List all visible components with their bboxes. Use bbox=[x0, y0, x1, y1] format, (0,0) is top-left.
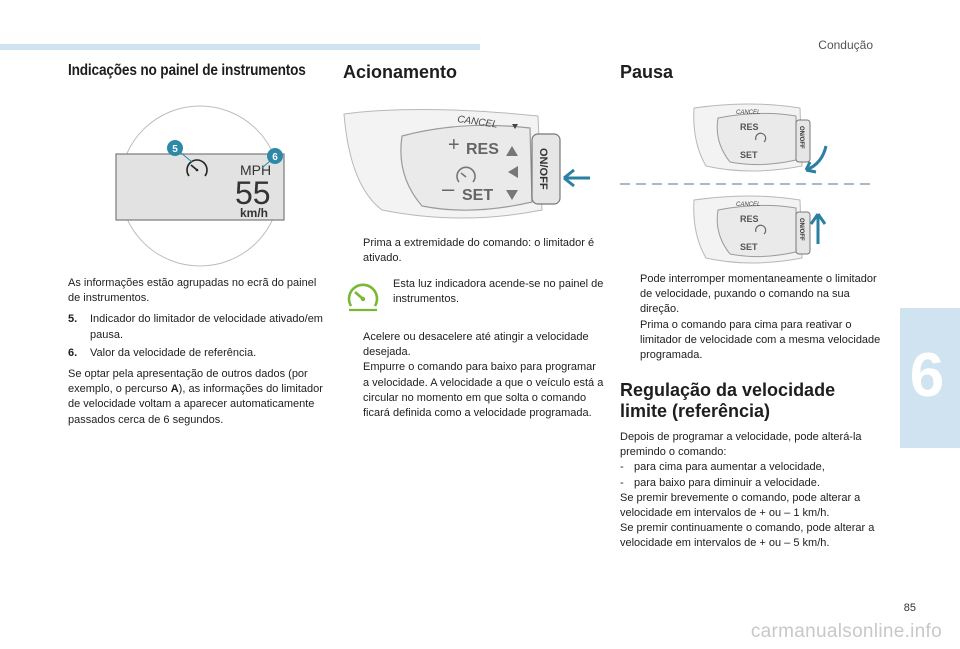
speed-adjust-long-press: Se premir continuamente o comando, pode … bbox=[620, 522, 875, 550]
res-label: RES bbox=[740, 214, 759, 224]
intro-paragraph: As informações estão agrupadas no ecrã d… bbox=[68, 277, 317, 305]
svg-text:+: + bbox=[448, 134, 460, 156]
unit-mph-label: MPH bbox=[240, 162, 271, 178]
indicator-note: Esta luz indicadora acende-se no painel … bbox=[393, 278, 604, 306]
legend-item: 6.Valor da velocidade de referência. bbox=[68, 346, 257, 359]
legend-item: 5.Indicador do limitador de velocidade a… bbox=[68, 313, 323, 341]
pause-bullet-list: Pode interromper momentaneamente o limit… bbox=[620, 272, 882, 363]
activation-bullet-list-2: Acelere ou desacelere até atingir a velo… bbox=[343, 330, 605, 421]
activation-bullet-list: Prima a extremidade do comando: o limita… bbox=[343, 236, 605, 266]
speed-adjust-text: Depois de programar a velocidade, pode a… bbox=[620, 430, 882, 552]
on-off-label: ON/OFF bbox=[537, 148, 549, 190]
section-title-activation: Acionamento bbox=[343, 62, 458, 82]
chapter-number: 6 bbox=[909, 341, 945, 410]
cancel-label: CANCEL bbox=[736, 202, 760, 208]
section-speed-adjust: Regulação da velocidade limite (referênc… bbox=[620, 380, 882, 421]
instrument-panel-text: As informações estão agrupadas no ecrã d… bbox=[68, 276, 330, 428]
list-item: Pode interromper momentaneamente o limit… bbox=[640, 273, 877, 316]
speed-value: 55 bbox=[235, 175, 271, 211]
list-item: -para cima para aumentar a velocidade, bbox=[620, 461, 825, 474]
pause-text: Pode interromper momentaneamente o limit… bbox=[620, 272, 882, 363]
speed-adjust-dash-list: -para cima para aumentar a velocidade, -… bbox=[620, 460, 882, 490]
chapter-tab bbox=[900, 308, 960, 448]
instrument-display-figure: MPH 55 km/h 5 6 bbox=[115, 105, 285, 267]
res-label: RES bbox=[466, 141, 499, 158]
speed-limiter-icon bbox=[186, 159, 208, 177]
stalk-pull-figure: CANCEL RES SET ON/OFF bbox=[693, 103, 828, 174]
column-instrument-panel: Indicações no painel de instrumentos bbox=[68, 62, 330, 80]
callout-5-label: 5 bbox=[172, 144, 178, 155]
arrow-left-icon bbox=[508, 166, 518, 178]
callout-6-label: 6 bbox=[272, 152, 278, 163]
list-item: -para baixo para diminuir a velocidade. bbox=[620, 476, 820, 489]
speed-adjust-short-press: Se premir brevemente o comando, pode alt… bbox=[620, 491, 861, 520]
chapter-title: Condução bbox=[818, 38, 873, 52]
list-item: Empurre o comando para baixo para progra… bbox=[363, 361, 604, 420]
column-pause: Pausa bbox=[620, 62, 882, 83]
activation-text: Prima a extremidade do comando: o limita… bbox=[343, 236, 605, 266]
list-item: Prima a extremidade do comando: o limita… bbox=[363, 237, 595, 265]
header-accent-bar bbox=[0, 44, 480, 50]
arrow-up-icon bbox=[809, 213, 827, 244]
callout-6-marker bbox=[267, 148, 283, 164]
svg-text:–: – bbox=[442, 176, 455, 201]
cancel-label: CANCEL bbox=[736, 110, 760, 116]
stalk-activation-figure: CANCEL + RES – SET ON/OFF bbox=[343, 108, 590, 219]
activation-text-2: Acelere ou desacelere até atingir a velo… bbox=[343, 330, 605, 421]
set-label: SET bbox=[740, 150, 758, 160]
list-item: Acelere ou desacelere até atingir a velo… bbox=[363, 331, 589, 359]
section-title-instrument-panel: Indicações no painel de instrumentos bbox=[68, 62, 306, 79]
push-arrow bbox=[563, 168, 590, 188]
list-item: Prima o comando para cima para reativar … bbox=[640, 318, 881, 362]
arrow-down-icon bbox=[804, 145, 828, 174]
watermark: carmanualsonline.info bbox=[750, 621, 942, 642]
speed-limiter-icon bbox=[456, 166, 476, 183]
set-label: SET bbox=[740, 242, 758, 252]
column-activation: Acionamento bbox=[343, 62, 605, 83]
on-off-label: ON/OFF bbox=[798, 218, 804, 241]
set-label: SET bbox=[462, 187, 493, 204]
page-number: 85 bbox=[903, 602, 916, 614]
section-title-pause: Pausa bbox=[620, 62, 674, 82]
legend-list: 5.Indicador do limitador de velocidade a… bbox=[68, 312, 330, 361]
stalk-push-figure: CANCEL RES SET ON/OFF bbox=[693, 195, 827, 264]
speed-limiter-icon bbox=[347, 283, 379, 312]
callout-5-marker bbox=[167, 140, 183, 156]
res-label: RES bbox=[740, 122, 759, 132]
display-note-paragraph: Se optar pela apresentação de outros dad… bbox=[68, 368, 323, 426]
on-off-label: ON/OFF bbox=[798, 126, 804, 149]
section-title-speed-adjust: Regulação da velocidade limite (referênc… bbox=[620, 380, 836, 421]
unit-kmh-label: km/h bbox=[240, 206, 268, 220]
indicator-callout: Esta luz indicadora acende-se no painel … bbox=[343, 276, 605, 321]
figure-divider bbox=[620, 183, 872, 185]
speed-adjust-intro: Depois de programar a velocidade, pode a… bbox=[620, 431, 862, 459]
